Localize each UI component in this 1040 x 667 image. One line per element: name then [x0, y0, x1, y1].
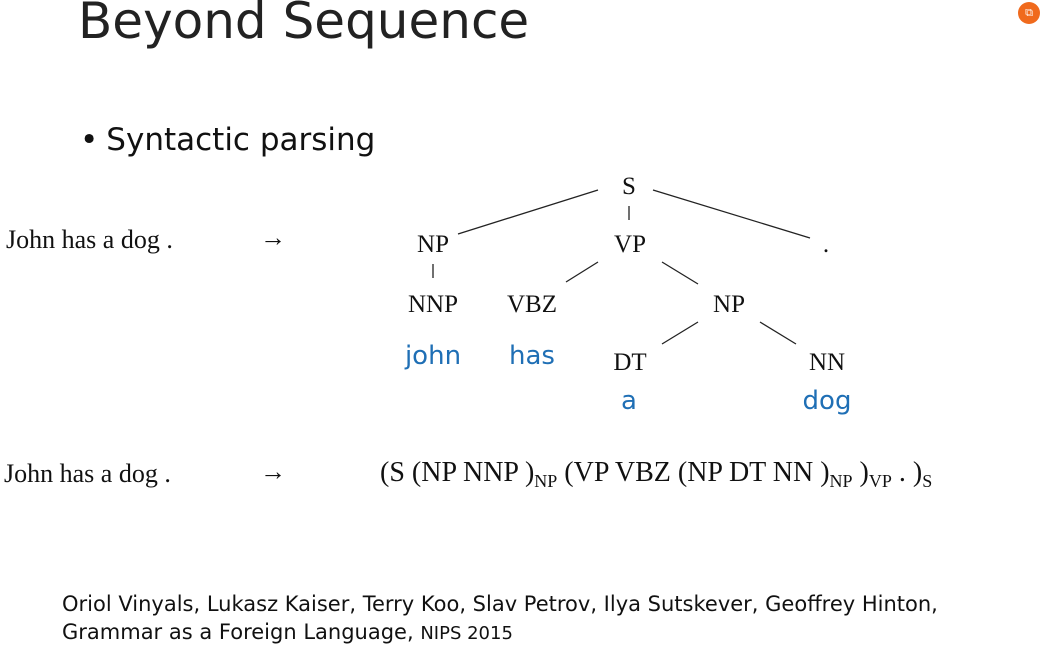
tree-node-vp: VP	[614, 231, 646, 258]
tree-edge-s-dot	[652, 189, 811, 239]
arrow-icon-2: →	[260, 457, 286, 486]
linearized-subscript: VP	[868, 471, 892, 491]
input-sentence-2: John has a dog .	[4, 459, 171, 488]
tree-node-dt: DT	[613, 349, 646, 376]
slide-title: Beyond Sequence	[78, 0, 530, 50]
linearized-part: (S (NP NNP )	[380, 457, 535, 488]
tree-node-s: S	[622, 173, 636, 200]
bullet-text: Syntactic parsing	[106, 122, 376, 158]
tree-edge-vp-np2	[661, 261, 699, 285]
tree-edge-s-np1	[457, 189, 599, 235]
tree-node-np2: NP	[713, 291, 745, 318]
linearized-part: )	[852, 457, 869, 488]
linearized-part: . )	[891, 457, 923, 488]
linearized-tree: (S (NP NNP )NP (VP VBZ (NP DT NN )NP )VP…	[380, 457, 932, 492]
parse-tree: S NP VP. NNP VBZ NP DT NN john has a dog	[404, 173, 852, 416]
tree-w-dog: dog	[803, 386, 852, 416]
linearized-subscript: NP	[534, 471, 558, 491]
tree-edges	[432, 189, 811, 345]
tree-nodes: S NP VP. NNP VBZ NP DT NN	[408, 173, 845, 376]
citation: Oriol Vinyals, Lukasz Kaiser, Terry Koo,…	[62, 590, 938, 648]
tree-node-np1: NP	[417, 231, 449, 258]
linearized-subscript: S	[922, 471, 933, 491]
linearized-part: (VP VBZ (NP DT NN )	[557, 457, 830, 488]
tree-node-nn: NN	[809, 349, 845, 376]
tree-words: john has a dog	[404, 341, 852, 416]
citation-venue: NIPS 2015	[420, 623, 513, 644]
tree-edge-np2-dt	[661, 321, 699, 345]
tree-node-vbz: VBZ	[507, 291, 557, 318]
citation-reference: Grammar as a Foreign Language, NIPS 2015	[62, 618, 938, 648]
arrow-icon-1: →	[260, 223, 286, 252]
tree-node-dot: .	[823, 231, 829, 258]
tree-node-nnp: NNP	[408, 291, 458, 318]
citation-title: Grammar as a Foreign Language,	[62, 620, 421, 644]
bullet-marker: •	[80, 122, 99, 158]
input-sentence-1: John has a dog .	[6, 225, 173, 254]
tree-w-has: has	[509, 341, 555, 371]
slide-icon[interactable]: ⧉	[1018, 2, 1040, 24]
bullet-item: •Syntactic parsing	[80, 122, 375, 158]
tree-w-john: john	[404, 341, 461, 371]
tree-edge-vp-vbz	[565, 261, 599, 283]
tree-w-a: a	[621, 386, 637, 416]
linearized-subscript: NP	[829, 471, 853, 491]
tree-edge-np2-nn	[759, 321, 797, 345]
citation-authors: Oriol Vinyals, Lukasz Kaiser, Terry Koo,…	[62, 592, 938, 616]
